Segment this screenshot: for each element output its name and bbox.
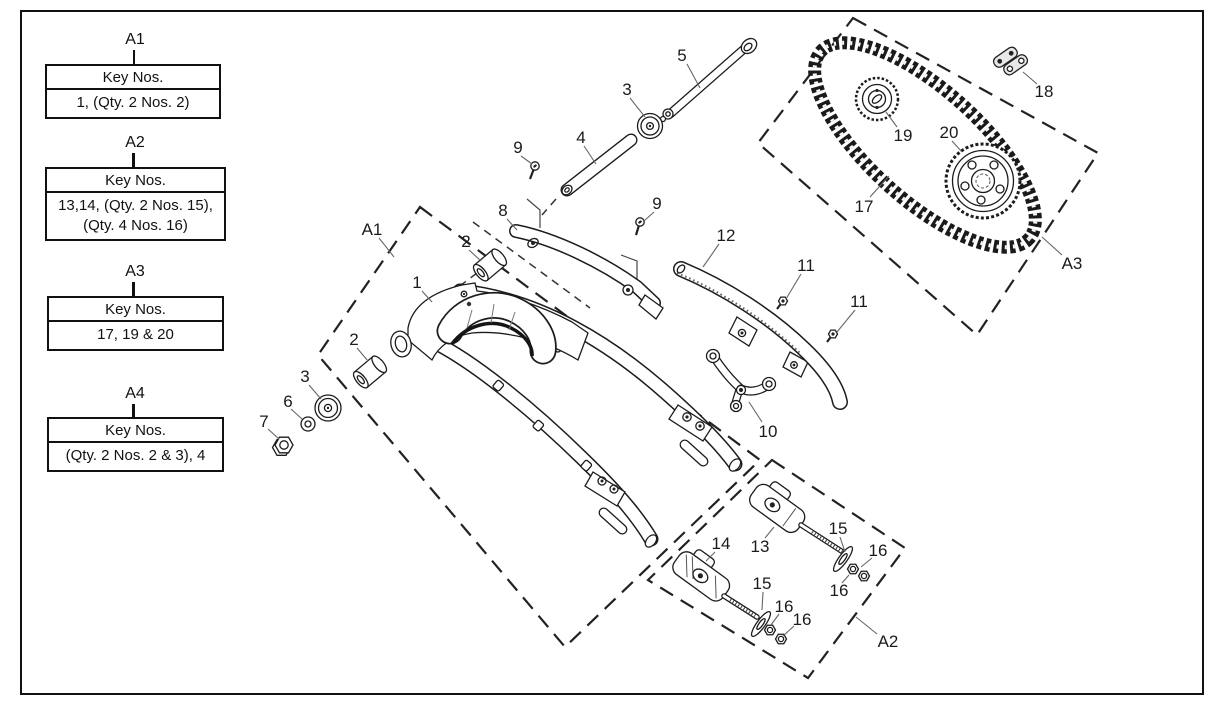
alignment-dashes xyxy=(439,198,591,309)
part-7-nut xyxy=(271,436,294,456)
callout-11: 11 xyxy=(850,292,868,311)
group-box-a2 xyxy=(646,458,907,680)
part-16-nut xyxy=(857,570,871,582)
part-17-drive-chain xyxy=(808,36,1042,254)
part-16-nut xyxy=(763,624,777,636)
callout-16: 16 xyxy=(869,541,888,560)
callout-3: 3 xyxy=(622,80,631,99)
part-2-bushing-lower xyxy=(352,355,388,389)
part-12-chain-guard xyxy=(673,261,848,410)
part-14-adjuster xyxy=(672,549,760,620)
callout-8: 8 xyxy=(498,201,507,220)
key-table-a1: Key Nos. 1, (Qty. 2 Nos. 2) xyxy=(45,64,221,119)
a3-tick xyxy=(132,282,135,296)
callout-10: 10 xyxy=(759,422,778,441)
a4-tick xyxy=(132,404,135,417)
callout-3: 3 xyxy=(300,367,309,386)
part-16-nut xyxy=(846,563,860,575)
callout-14: 14 xyxy=(712,534,731,553)
part-9-screw xyxy=(634,217,645,236)
part-15-washer xyxy=(750,610,772,638)
part-5-axle xyxy=(659,37,758,123)
key-table-a2-header: Key Nos. xyxy=(47,169,224,193)
callout-16: 16 xyxy=(830,581,849,600)
part-13-adjuster xyxy=(749,481,849,557)
callout-13: 13 xyxy=(751,537,770,556)
part-11-bolt xyxy=(776,296,789,310)
callout-12: 12 xyxy=(717,226,736,245)
key-table-a4-value: (Qty. 2 Nos. 2 & 3), 4 xyxy=(65,447,206,464)
part-3-disc-upper xyxy=(636,112,664,140)
part-9-screw xyxy=(528,161,540,180)
group-box-a1 xyxy=(316,205,762,649)
key-table-a2: Key Nos. 13,14, (Qty. 2 Nos. 15), (Qty. … xyxy=(45,167,226,241)
callout-18: 18 xyxy=(1035,82,1054,101)
key-table-a4-header: Key Nos. xyxy=(49,419,222,443)
callout-a2: A2 xyxy=(878,632,899,651)
a2-tick xyxy=(132,153,135,167)
key-table-a2-value: 13,14, (Qty. 2 Nos. 15), (Qty. 4 Nos. 16… xyxy=(58,197,213,234)
part-8-torque-arm xyxy=(509,224,664,320)
group-label-a1: A1 xyxy=(125,31,145,48)
callout-15: 15 xyxy=(829,519,848,538)
group-label-a3: A3 xyxy=(125,263,145,280)
callout-a3: A3 xyxy=(1062,254,1083,273)
key-table-a4: Key Nos. (Qty. 2 Nos. 2 & 3), 4 xyxy=(47,417,224,472)
callout-5: 5 xyxy=(677,46,686,65)
part-15-washer xyxy=(832,545,854,573)
screw-alignment-bracket xyxy=(620,254,638,282)
callout-6: 6 xyxy=(283,392,292,411)
callout-19: 19 xyxy=(894,126,913,145)
callout-leaders xyxy=(267,63,1063,637)
callout-2: 2 xyxy=(461,232,470,251)
part-3-disc-lower xyxy=(314,394,342,422)
callout-9: 9 xyxy=(513,138,522,157)
page-border xyxy=(20,10,1204,695)
callout-labels: 5 3 4 9 8 9 12 2 A1 1 11 11 2 3 6 7 10 1… xyxy=(259,46,1082,651)
key-table-a3-header: Key Nos. xyxy=(49,298,222,322)
callout-9: 9 xyxy=(652,194,661,213)
part-6-washer xyxy=(300,416,316,432)
callout-17: 17 xyxy=(855,197,874,216)
screw-alignment-bracket xyxy=(526,198,541,228)
part-10-guard-bracket xyxy=(705,348,777,413)
callout-2: 2 xyxy=(349,330,358,349)
key-table-a3-value: 17, 19 & 20 xyxy=(97,326,174,343)
part-20-rear-sprocket xyxy=(944,142,1022,220)
part-18-chain-link xyxy=(992,46,1029,76)
part-4-spacer-tube xyxy=(560,133,638,197)
callout-16: 16 xyxy=(775,597,794,616)
part-2-bushing-upper xyxy=(472,248,508,282)
callout-1: 1 xyxy=(412,273,421,292)
group-label-a4: A4 xyxy=(125,385,145,402)
part-1-swingarm xyxy=(390,282,743,548)
callout-11: 11 xyxy=(797,256,815,275)
part-19-front-sprocket xyxy=(854,76,900,122)
callout-15: 15 xyxy=(753,574,772,593)
a1-tick xyxy=(133,50,135,64)
key-table-a1-value: 1, (Qty. 2 Nos. 2) xyxy=(76,94,190,111)
callout-a1: A1 xyxy=(362,220,383,239)
part-11-bolt xyxy=(826,329,839,343)
key-table-a1-header: Key Nos. xyxy=(47,66,219,90)
group-label-a2: A2 xyxy=(125,134,145,151)
callout-16: 16 xyxy=(793,610,812,629)
key-table-a3: Key Nos. 17, 19 & 20 xyxy=(47,296,224,351)
part-16-nut xyxy=(774,633,788,645)
callout-4: 4 xyxy=(576,128,585,147)
callout-7: 7 xyxy=(259,412,268,431)
group-box-a3 xyxy=(756,16,1100,337)
callout-20: 20 xyxy=(940,123,959,142)
